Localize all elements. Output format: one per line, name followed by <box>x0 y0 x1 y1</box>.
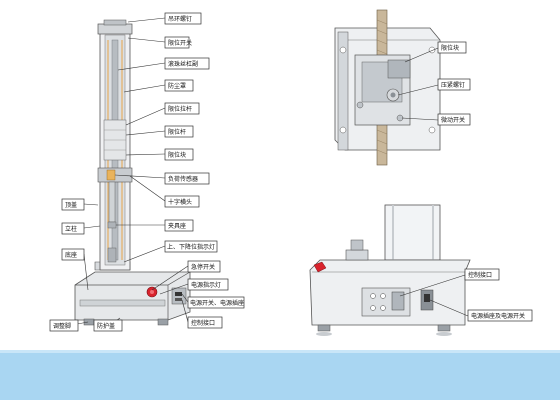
svg-text:电源指示灯: 电源指示灯 <box>191 281 221 289</box>
svg-text:限位块: 限位块 <box>441 44 459 52</box>
label-ball-screw: 滚珠丝杠副 <box>164 57 210 70</box>
limit-detail-view <box>334 9 441 166</box>
svg-text:控制接口: 控制接口 <box>191 319 215 327</box>
svg-text:顶盖: 顶盖 <box>65 201 77 209</box>
label-rear-power: 电源插座及电源开关 <box>467 309 533 322</box>
label-base: 底座 <box>61 248 85 261</box>
label-limit-rod: 限位拉杆 <box>164 102 200 115</box>
svg-text:底座: 底座 <box>65 251 77 259</box>
svg-text:电源开关、电源插座: 电源开关、电源插座 <box>190 299 244 307</box>
svg-text:限位开关: 限位开关 <box>168 39 192 47</box>
label-column: 立柱 <box>61 222 85 235</box>
svg-text:电源插座及电源开关: 电源插座及电源开关 <box>471 312 525 320</box>
label-crosshead: 十字横头 <box>164 195 200 208</box>
footer-highlight <box>0 350 560 353</box>
svg-text:立柱: 立柱 <box>65 225 77 233</box>
label-protect-plate: 防护盖 <box>93 319 123 332</box>
svg-text:吊环螺钉: 吊环螺钉 <box>168 15 192 23</box>
svg-text:十字横头: 十字横头 <box>168 198 192 206</box>
label-load-cell: 负荷传感器 <box>164 172 210 185</box>
label-top-cover: 顶盖 <box>61 198 85 211</box>
footer-band <box>0 350 560 400</box>
svg-text:微动开关: 微动开关 <box>441 116 465 124</box>
svg-text:限位块: 限位块 <box>168 151 186 159</box>
svg-text:负荷传感器: 负荷传感器 <box>168 175 198 183</box>
label-detail-micro-switch: 微动开关 <box>437 113 471 126</box>
label-top-left: 吊环螺钉 <box>164 12 202 25</box>
label-limit-block: 限位块 <box>164 148 194 161</box>
label-fixture: 夹具座 <box>164 219 194 232</box>
label-limit-rod-2: 限位杆 <box>164 125 194 138</box>
svg-text:滚珠丝杠副: 滚珠丝杠副 <box>168 60 198 68</box>
label-detail-limit-block: 限位块 <box>437 41 467 54</box>
label-detail-tight-screw: 压紧螺钉 <box>437 78 471 91</box>
label-switch: 限位开关 <box>164 36 192 49</box>
svg-text:限位拉杆: 限位拉杆 <box>168 105 192 113</box>
svg-text:急停开关: 急停开关 <box>191 263 215 271</box>
svg-text:防尘罩: 防尘罩 <box>168 82 186 90</box>
rear-view <box>309 204 471 336</box>
label-emergency-stop: 急停开关 <box>187 260 221 273</box>
svg-text:上、下降位指示灯: 上、下降位指示灯 <box>167 243 215 251</box>
label-updown-light: 上、下降位指示灯 <box>164 240 218 253</box>
svg-text:控制接口: 控制接口 <box>468 271 492 279</box>
rear-leaders <box>399 274 469 317</box>
svg-text:防护盖: 防护盖 <box>97 322 115 330</box>
label-power-switch: 电源开关、电源插座 <box>187 296 245 309</box>
svg-text:调整脚: 调整脚 <box>53 322 71 330</box>
label-adjust-foot: 调整脚 <box>49 319 79 332</box>
label-control-port: 控制接口 <box>187 316 223 329</box>
label-power-light: 电源指示灯 <box>187 278 229 291</box>
label-rear-control-port: 控制接口 <box>464 268 500 281</box>
svg-text:限位杆: 限位杆 <box>168 128 186 136</box>
detail-leaders <box>397 47 439 121</box>
svg-text:夹具座: 夹具座 <box>168 222 186 230</box>
label-dust-cover: 防尘罩 <box>164 79 194 92</box>
svg-text:压紧螺钉: 压紧螺钉 <box>441 81 465 89</box>
